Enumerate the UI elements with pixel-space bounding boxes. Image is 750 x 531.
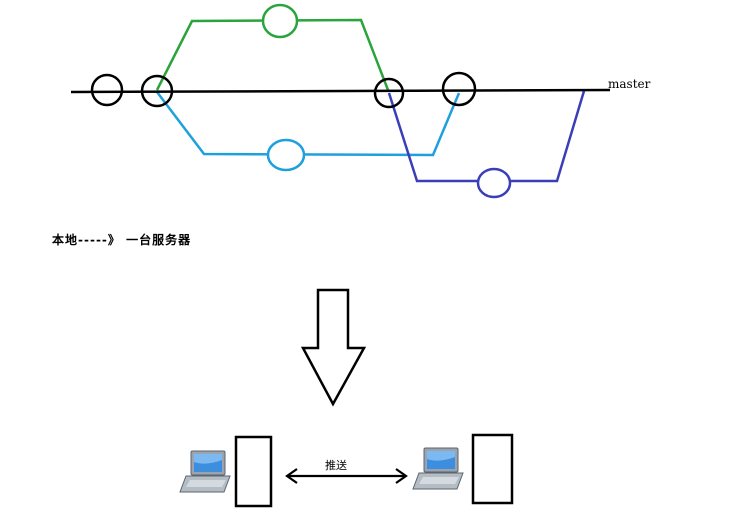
master-branch-label: master [608, 77, 651, 91]
master-commit-node [441, 71, 477, 107]
master-commit-node [90, 73, 124, 107]
down-arrow-icon [300, 288, 367, 407]
diagram-caption: 本地-----》 一台服务器 [52, 233, 192, 247]
server-icon [471, 433, 514, 505]
double-arrow-icon [285, 468, 408, 484]
master-commit-node [373, 77, 405, 109]
cyan-branch [156, 91, 461, 172]
green-branch [155, 3, 390, 91]
laptop-icon [412, 447, 464, 490]
navy-branch [387, 90, 586, 199]
master-line [70, 88, 611, 94]
navy-commit-node [476, 167, 512, 199]
navy-branch-line [387, 90, 586, 183]
laptop-icon [179, 450, 231, 493]
server-icon [234, 435, 273, 508]
master-commit-node [140, 74, 174, 108]
cyan-commit-node [266, 138, 306, 172]
cyan-branch-line [156, 91, 461, 157]
green-commit-node [261, 3, 299, 39]
push-label: 推送 [325, 459, 347, 472]
